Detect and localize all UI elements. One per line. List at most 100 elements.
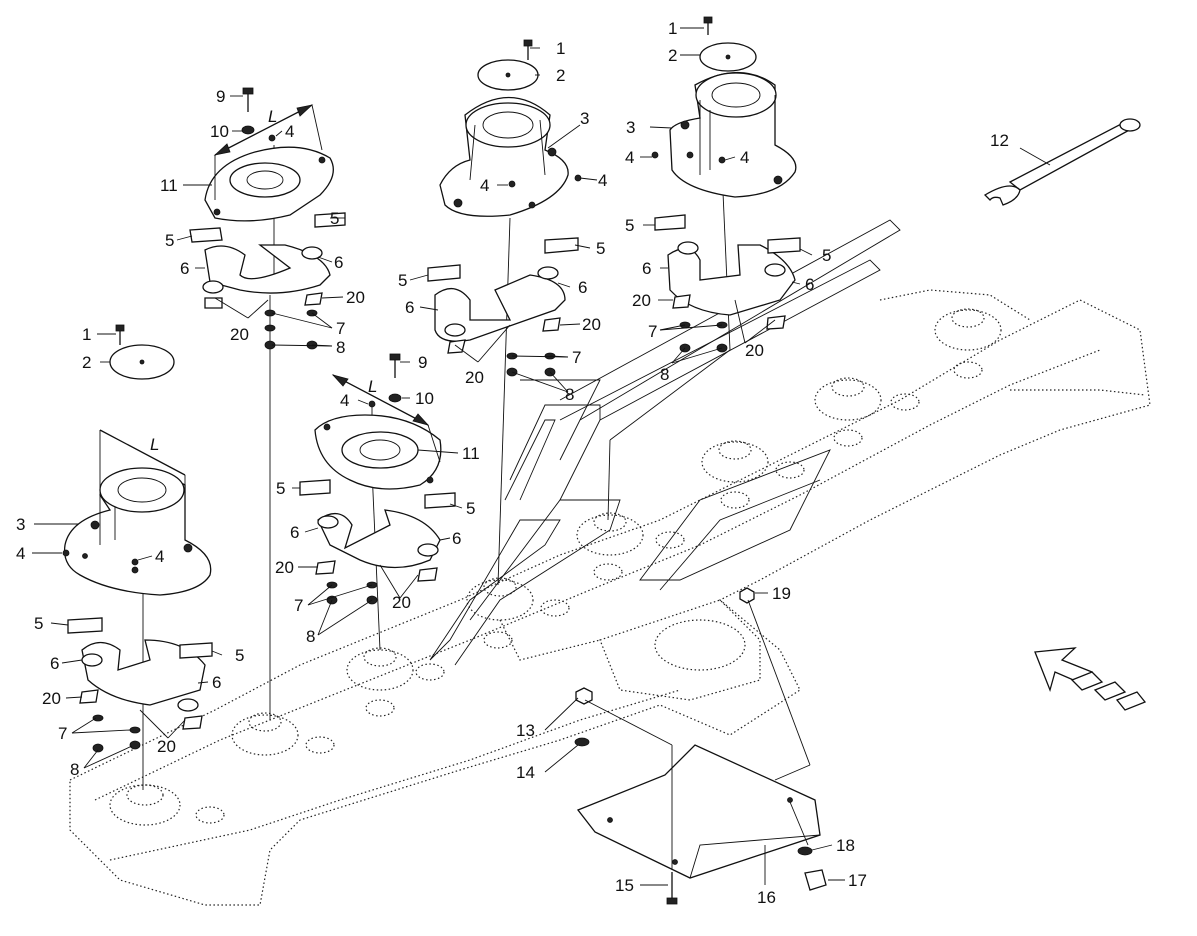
callout-3: 3 (16, 515, 25, 534)
callout-6: 6 (578, 278, 587, 297)
callout-11: 11 (160, 176, 178, 195)
callout-2: 2 (82, 353, 91, 372)
callout-9: 9 (216, 87, 225, 106)
callout-20: 20 (745, 341, 764, 360)
callout-1: 1 (82, 325, 91, 344)
callout-4: 4 (285, 122, 294, 141)
callout-17: 17 (848, 871, 867, 890)
callout-10: 10 (210, 122, 229, 141)
callout-11: 11 (462, 444, 480, 463)
callout-2: 2 (556, 66, 565, 85)
callout-6: 6 (452, 529, 461, 548)
hardware (62, 16, 827, 905)
blade-holders (67, 212, 801, 730)
bar-hub-7 (814, 377, 920, 447)
reference-outlines (429, 219, 901, 666)
callout-7: 7 (648, 322, 657, 341)
callout-3: 3 (626, 118, 635, 137)
callout-7: 7 (572, 348, 581, 367)
callout-5: 5 (466, 499, 475, 518)
callout-7: 7 (58, 724, 67, 743)
callout-2: 2 (668, 46, 677, 65)
leader-lines (32, 27, 1051, 886)
callout-18: 18 (836, 836, 855, 855)
callout-6: 6 (642, 259, 651, 278)
callout-20: 20 (42, 689, 61, 708)
callout-5: 5 (822, 246, 831, 265)
callout-5: 5 (235, 646, 244, 665)
hub-wrench (983, 118, 1141, 206)
bar-hub-6 (701, 440, 805, 509)
callout-4: 4 (16, 544, 25, 563)
callout-20: 20 (157, 737, 176, 756)
callout-20: 20 (346, 288, 365, 307)
callout-4: 4 (480, 176, 489, 195)
bar-hub-2 (231, 712, 335, 756)
callout-12: 12 (990, 131, 1009, 150)
callout-6: 6 (334, 253, 343, 272)
disc-upper (204, 146, 334, 222)
callout-10: 10 (415, 389, 434, 408)
bar-hub-5 (576, 512, 685, 581)
callout-4: 4 (155, 547, 164, 566)
callout-5: 5 (165, 231, 174, 250)
guard-plate (576, 599, 821, 879)
callout-1: 1 (668, 19, 677, 38)
bar-hubs (109, 308, 1002, 826)
callout-8: 8 (336, 338, 345, 357)
dimension-label-upper: L (268, 107, 277, 126)
dimension-lines: L L L (99, 104, 441, 495)
bar-hub-8 (934, 308, 1002, 379)
callout-5: 5 (398, 271, 407, 290)
callout-8: 8 (660, 365, 669, 384)
callout-20: 20 (230, 325, 249, 344)
covers (109, 42, 757, 380)
callout-16: 16 (757, 888, 776, 907)
callout-5: 5 (276, 479, 285, 498)
rotor-housing-left (63, 467, 212, 596)
dimension-label-center: L (368, 377, 377, 396)
callout-20: 20 (632, 291, 651, 310)
callout-4: 4 (340, 391, 349, 410)
dimension-label-left: L (150, 435, 159, 454)
callout-8: 8 (306, 627, 315, 646)
callout-6: 6 (405, 298, 414, 317)
bar-hub-3 (346, 647, 445, 717)
callout-8: 8 (70, 760, 79, 779)
callout-1: 1 (556, 39, 565, 58)
rotor-housing-right (669, 71, 797, 198)
rotor-housing-center (439, 96, 569, 217)
callout-13: 13 (516, 721, 535, 740)
callout-7: 7 (336, 319, 345, 338)
callout-6: 6 (805, 275, 814, 294)
bar-hub-1 (109, 784, 225, 826)
callout-14: 14 (516, 763, 535, 782)
callout-6: 6 (180, 259, 189, 278)
callout-19: 19 (772, 584, 791, 603)
callout-20: 20 (582, 315, 601, 334)
callout-4: 4 (625, 148, 634, 167)
callout-15: 15 (615, 876, 634, 895)
disc-lower (314, 414, 442, 490)
callout-6: 6 (212, 673, 221, 692)
callout-9: 9 (418, 353, 427, 372)
callout-4: 4 (740, 148, 749, 167)
callout-4: 4 (598, 171, 607, 190)
callout-6: 6 (50, 654, 59, 673)
callout-7: 7 (294, 596, 303, 615)
callout-5: 5 (330, 209, 339, 228)
travel-direction-arrow-icon (1034, 647, 1147, 711)
callout-8: 8 (565, 385, 574, 404)
callout-labels: 9 10 4 11 5 5 6 6 20 20 7 8 1 2 3 4 4 5 … (16, 19, 1009, 907)
bar-hub-4 (466, 577, 570, 649)
callout-5: 5 (625, 216, 634, 235)
callout-20: 20 (275, 558, 294, 577)
callout-5: 5 (34, 614, 43, 633)
callout-5: 5 (596, 239, 605, 258)
callout-20: 20 (392, 593, 411, 612)
callout-20: 20 (465, 368, 484, 387)
callout-6: 6 (290, 523, 299, 542)
callout-3: 3 (580, 109, 589, 128)
